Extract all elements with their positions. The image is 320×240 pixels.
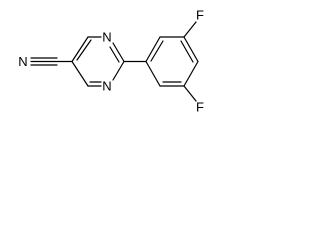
phenyl-bond-1 bbox=[145, 36, 161, 63]
fluorine-bond-bottom bbox=[183, 85, 197, 102]
fluorine-bond-top bbox=[183, 21, 197, 38]
ring-bond-c4-c4-inner bbox=[76, 39, 92, 61]
phenyl-bond-3-inner bbox=[180, 40, 194, 63]
nitrile-group bbox=[30, 57, 73, 66]
pyrimidine-ring bbox=[71, 36, 125, 87]
atom-label-fluorine-top: F bbox=[196, 8, 204, 23]
phenyl-bond-4 bbox=[183, 60, 199, 87]
ring-bond-n3-c2 bbox=[112, 42, 125, 63]
atom-label-fluorine-bottom: F bbox=[196, 100, 204, 115]
phenyl-ring bbox=[145, 21, 199, 102]
ring-bond-c5-c4 bbox=[71, 36, 89, 63]
ring-bond-c2-n1 bbox=[112, 60, 125, 81]
phenyl-bond-6 bbox=[145, 60, 161, 87]
atom-label-ring-n-bottom: N bbox=[102, 79, 111, 94]
atom-label-ring-n-top: N bbox=[102, 30, 111, 45]
ring-bond-n3-c2-inner bbox=[109, 46, 120, 63]
ring-bond-c6-c5 bbox=[71, 60, 89, 87]
phenyl-bond-1-inner bbox=[150, 40, 164, 62]
atom-label-nitrile-n: N bbox=[18, 54, 27, 69]
phenyl-bond-3 bbox=[183, 36, 199, 63]
chemical-structure-diagram: N N N F F bbox=[18, 8, 204, 115]
